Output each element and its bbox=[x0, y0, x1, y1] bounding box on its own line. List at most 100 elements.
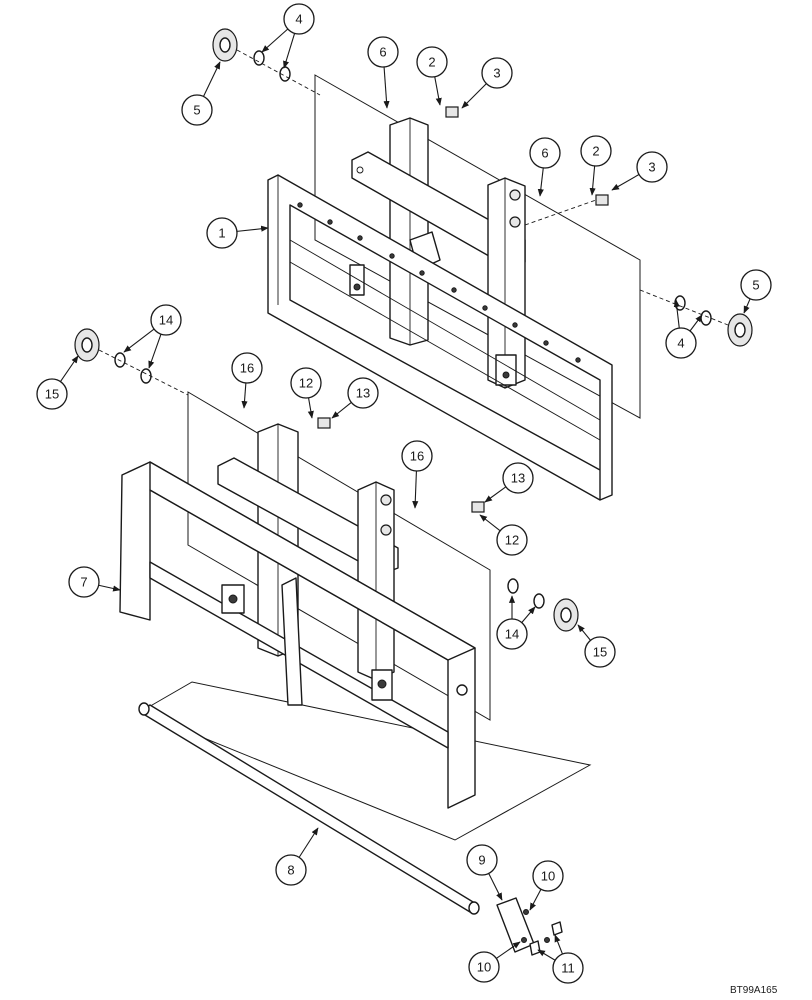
callout-leader bbox=[537, 167, 544, 197]
callout-15: 15 bbox=[577, 624, 616, 668]
callout-bubble bbox=[552, 952, 584, 984]
upper-bolt-b bbox=[595, 194, 609, 206]
upper-main-frame bbox=[267, 174, 613, 501]
upper-washer-left-a bbox=[253, 50, 265, 66]
callout-16: 16 bbox=[401, 440, 433, 509]
callout-leader bbox=[148, 333, 162, 369]
callout-leader bbox=[331, 401, 352, 419]
callout-bubble bbox=[481, 57, 513, 89]
callout-12: 12 bbox=[290, 367, 322, 419]
callout-label: 3 bbox=[648, 160, 655, 175]
callout-leader bbox=[537, 949, 556, 961]
callout-leader bbox=[298, 827, 319, 858]
callout-label: 11 bbox=[561, 961, 575, 976]
callout-leader bbox=[98, 584, 121, 592]
callout-bubble bbox=[529, 137, 561, 169]
callout-leader bbox=[434, 76, 442, 106]
callout-bubble bbox=[401, 440, 433, 472]
callout-bubble bbox=[665, 327, 697, 359]
figure-id: BT99A165 bbox=[730, 985, 778, 996]
callout-5: 5 bbox=[740, 269, 772, 314]
callout-label: 5 bbox=[193, 103, 200, 118]
callout-10: 10 bbox=[468, 941, 521, 983]
callout-6: 6 bbox=[367, 36, 399, 109]
callout-label: 16 bbox=[240, 361, 254, 376]
callout-leader bbox=[236, 225, 269, 232]
callout-bubble bbox=[206, 217, 238, 249]
callout-label: 14 bbox=[159, 313, 173, 328]
callout-label: 15 bbox=[593, 645, 607, 660]
upper-bolt-a bbox=[445, 106, 459, 118]
callout-leader bbox=[123, 328, 155, 353]
callout-leader bbox=[479, 514, 501, 532]
callout-bubble bbox=[496, 524, 528, 556]
callout-bubble bbox=[636, 151, 668, 183]
callout-label: 10 bbox=[541, 869, 555, 884]
callout-bubble bbox=[150, 304, 182, 336]
callout-label: 4 bbox=[295, 12, 302, 27]
callout-leader bbox=[60, 355, 79, 382]
callout-bubble bbox=[283, 3, 315, 35]
callout-2: 2 bbox=[580, 135, 612, 196]
callout-13: 13 bbox=[331, 377, 379, 419]
retainer-plate bbox=[496, 897, 535, 953]
callout-16: 16 bbox=[231, 352, 263, 409]
callout-bubble bbox=[290, 367, 322, 399]
callout-13: 13 bbox=[484, 462, 534, 503]
callout-10: 10 bbox=[529, 860, 564, 911]
callout-leader bbox=[412, 470, 419, 509]
callout-label: 8 bbox=[287, 863, 294, 878]
callout-label: 12 bbox=[505, 533, 519, 548]
callout-bubble bbox=[181, 94, 213, 126]
callout-label: 6 bbox=[541, 146, 548, 161]
upper-rail-teeth bbox=[297, 202, 581, 363]
callout-label: 2 bbox=[592, 144, 599, 159]
callout-label: 10 bbox=[477, 960, 491, 975]
callout-leader bbox=[383, 66, 390, 109]
lower-bolt-a bbox=[317, 417, 331, 429]
callout-bubble bbox=[468, 951, 500, 983]
upper-assembly bbox=[212, 28, 753, 501]
callout-5: 5 bbox=[181, 61, 221, 126]
callout-label: 9 bbox=[478, 853, 485, 868]
callout-leader bbox=[496, 941, 521, 959]
callout-4: 4 bbox=[261, 3, 315, 69]
callout-leader bbox=[261, 28, 289, 53]
callout-7: 7 bbox=[68, 566, 121, 598]
upper-block-left bbox=[349, 264, 365, 296]
callout-label: 6 bbox=[379, 45, 386, 60]
callout-leader bbox=[743, 298, 751, 314]
callout-leader bbox=[202, 61, 221, 97]
callout-label: 14 bbox=[505, 627, 519, 642]
callout-3: 3 bbox=[461, 57, 513, 109]
callout-label: 13 bbox=[356, 386, 370, 401]
callout-bubble bbox=[584, 636, 616, 668]
callout-label: 2 bbox=[428, 55, 435, 70]
callout-1: 1 bbox=[206, 217, 269, 249]
screw-b bbox=[529, 940, 541, 956]
callout-bubble bbox=[275, 854, 307, 886]
callout-14: 14 bbox=[496, 595, 536, 650]
callout-9: 9 bbox=[466, 844, 503, 901]
callout-2: 2 bbox=[416, 46, 448, 106]
callout-leader bbox=[689, 314, 703, 332]
callout-label: 3 bbox=[493, 66, 500, 81]
callout-4: 4 bbox=[665, 299, 703, 359]
callout-leader bbox=[484, 486, 507, 503]
callout-bubble bbox=[367, 36, 399, 68]
callout-leader bbox=[577, 624, 591, 641]
callout-label: 15 bbox=[45, 387, 59, 402]
callout-bubble bbox=[416, 46, 448, 78]
callout-bubble bbox=[502, 462, 534, 494]
callout-leader bbox=[673, 299, 680, 329]
callout-14: 14 bbox=[123, 304, 182, 369]
callout-bubble bbox=[740, 269, 772, 301]
callout-label: 4 bbox=[677, 336, 684, 351]
callout-8: 8 bbox=[275, 827, 319, 886]
callout-leader bbox=[589, 165, 596, 196]
lower-assembly bbox=[74, 328, 592, 956]
lower-washer-left-a bbox=[114, 352, 126, 368]
callout-11: 11 bbox=[537, 934, 584, 984]
